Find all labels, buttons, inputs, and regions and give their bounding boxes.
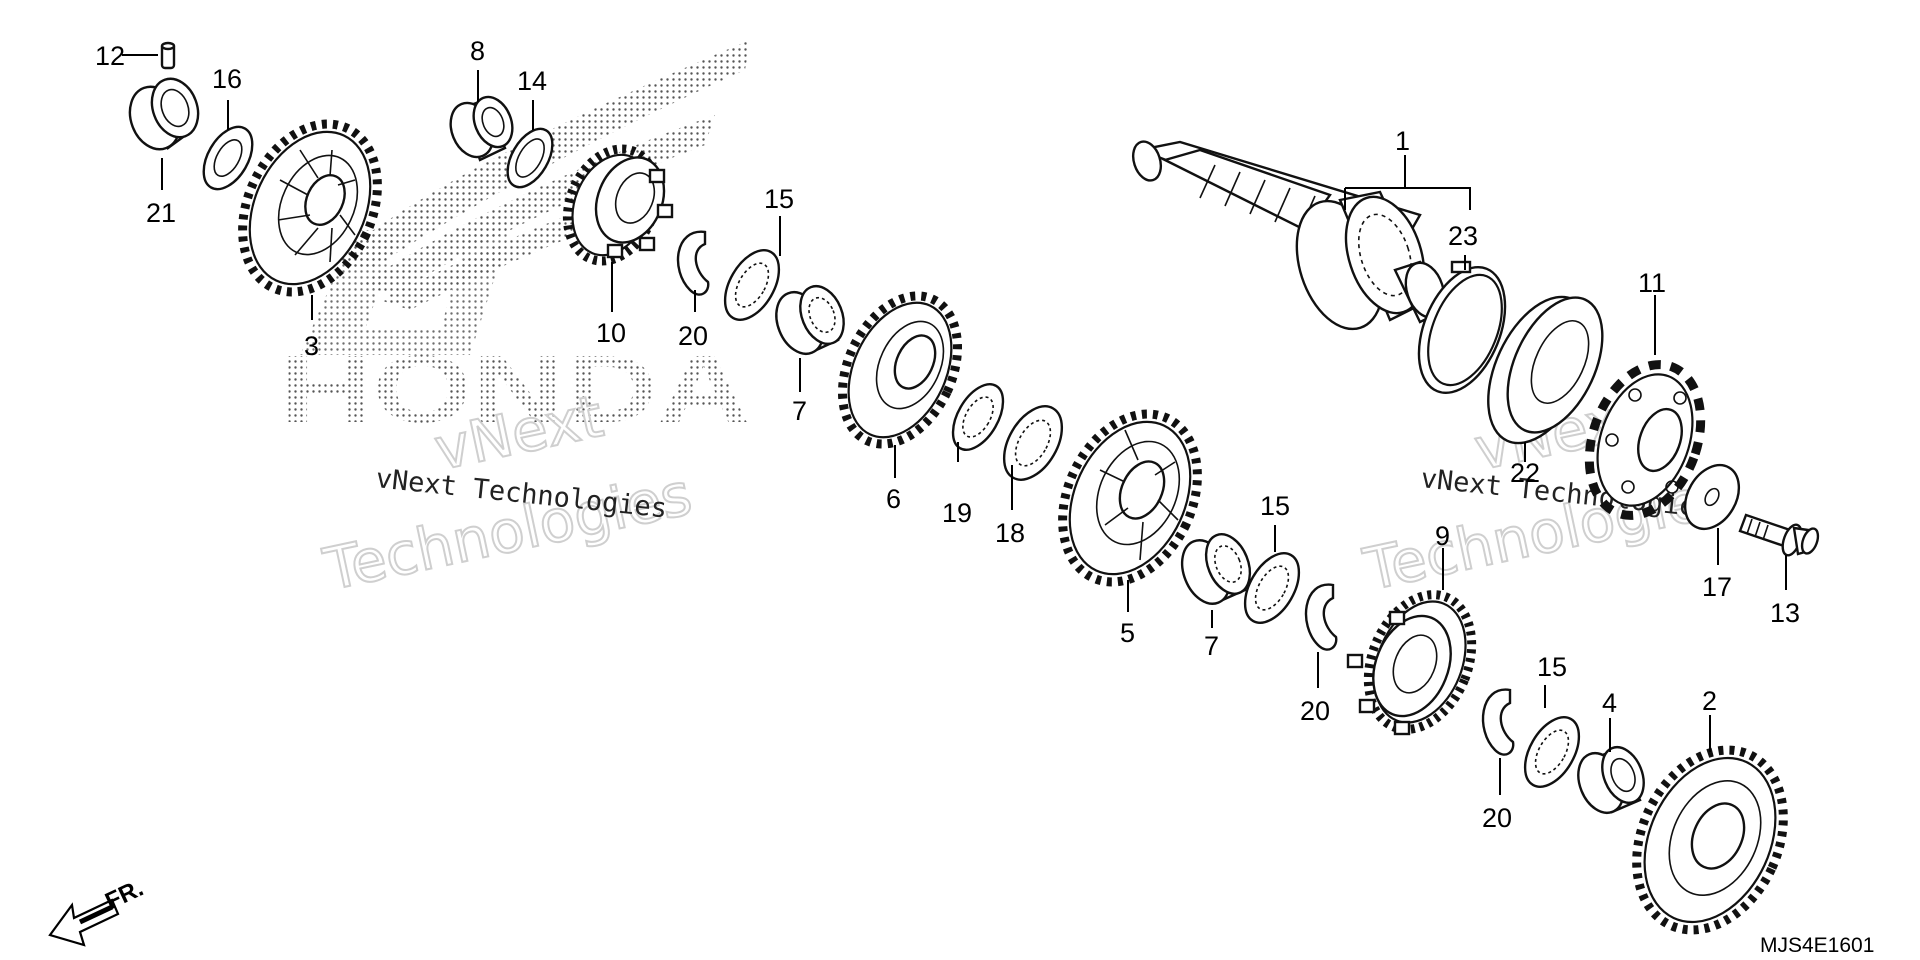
part-14-washer — [506, 127, 554, 189]
callout-2: 2 — [1702, 686, 1717, 716]
part-1-mainshaft — [1131, 140, 1447, 331]
callout-5: 5 — [1120, 618, 1135, 648]
part-3-gear — [238, 119, 382, 297]
part-5-gear — [1058, 409, 1202, 587]
callout-labels: 1 2 3 4 5 6 7 7 8 9 10 11 12 13 14 15 15… — [95, 36, 1800, 833]
callout-20-upper: 20 — [678, 321, 708, 351]
part-4-bushing — [1577, 745, 1645, 814]
part-6-gear — [837, 291, 963, 449]
callout-4: 4 — [1602, 688, 1617, 718]
part-17-washer — [1683, 464, 1741, 530]
callout-15-lower: 15 — [1537, 652, 1567, 682]
callout-23: 23 — [1448, 221, 1478, 251]
part-11-sprocket — [1584, 360, 1706, 520]
part-10-gear — [562, 144, 674, 266]
callout-18: 18 — [995, 518, 1025, 548]
callout-1: 1 — [1395, 126, 1410, 156]
callout-15-middle: 15 — [1260, 491, 1290, 521]
callout-15-upper: 15 — [764, 184, 794, 214]
leader-lines — [122, 54, 1787, 795]
part-2-gear — [1632, 745, 1788, 935]
part-7-bearing-upper — [775, 284, 845, 355]
part-16-washer — [202, 125, 254, 191]
part-20-circlip-lower — [1481, 688, 1515, 756]
callout-20-lower: 20 — [1482, 803, 1512, 833]
part-12-pin — [160, 41, 176, 70]
callout-16: 16 — [212, 64, 242, 94]
diagram-code: MJS4E1601 — [1760, 934, 1874, 957]
part-15-washer-upper — [723, 249, 781, 321]
callout-11: 11 — [1638, 268, 1666, 298]
part-20-circlip-middle — [1304, 583, 1338, 651]
callout-21: 21 — [146, 198, 176, 228]
part-15-washer-middle — [1243, 552, 1301, 624]
callout-20-middle: 20 — [1300, 696, 1330, 726]
callout-14: 14 — [517, 66, 547, 96]
callout-10: 10 — [596, 318, 626, 348]
callout-7-lower: 7 — [1204, 631, 1219, 661]
part-7-bearing-lower — [1180, 533, 1252, 605]
callout-19: 19 — [942, 498, 972, 528]
part-23-snap-ring — [1417, 260, 1507, 395]
front-direction-arrow: FR. — [48, 875, 148, 947]
part-15-washer-lower — [1523, 716, 1581, 788]
part-20-circlip-upper — [676, 230, 710, 296]
part-9-gear — [1346, 590, 1477, 736]
part-22-oil-seal — [1487, 295, 1604, 445]
callout-17: 17 — [1702, 572, 1732, 602]
part-19-lock-washer — [951, 383, 1005, 451]
callout-7-upper: 7 — [792, 396, 807, 426]
callout-13: 13 — [1770, 598, 1800, 628]
part-21-needle-bearing — [128, 77, 200, 151]
part-8-bushing — [449, 95, 514, 162]
callout-12: 12 — [95, 41, 125, 71]
callout-6: 6 — [886, 484, 901, 514]
callout-9: 9 — [1435, 521, 1450, 551]
callout-3: 3 — [304, 331, 319, 361]
part-18-washer — [1002, 405, 1064, 481]
callout-22: 22 — [1510, 458, 1540, 488]
honda-wordmark: HONDA — [280, 336, 750, 443]
part-13-bolt — [1738, 513, 1820, 557]
callout-8: 8 — [470, 36, 485, 66]
